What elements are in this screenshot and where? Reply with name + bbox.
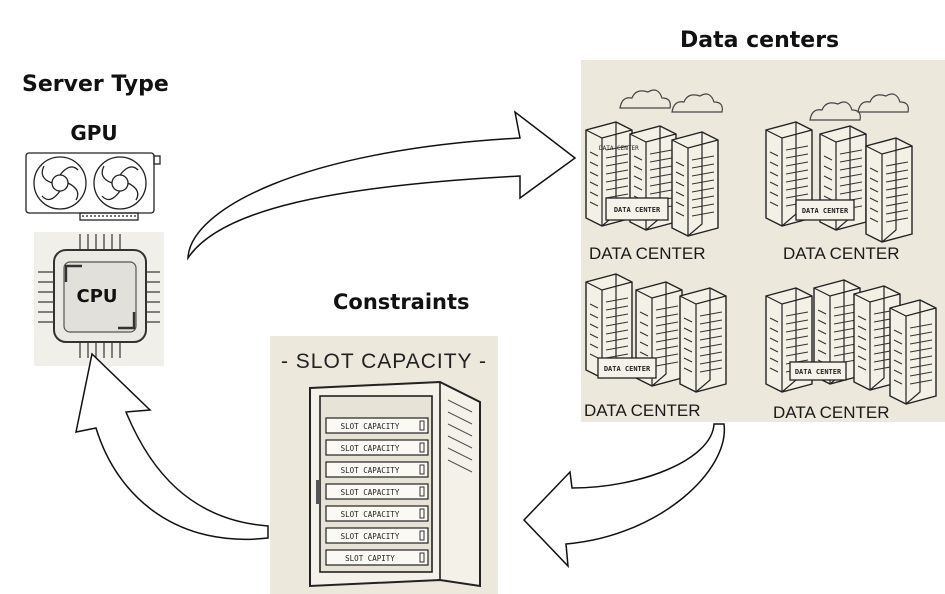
data-center-caption: DATA CENTER: [589, 244, 706, 263]
slot-capacity-label: SLOT CAPACITY: [341, 488, 400, 497]
rack-slot: SLOT CAPACITY: [325, 417, 429, 434]
cpu-label: CPU: [76, 286, 117, 307]
cloud-icon: [619, 89, 671, 109]
slot-capacity-label: SLOT CAPACITY: [341, 422, 400, 431]
data-center-building-icon: DATA CENTER: [765, 93, 913, 243]
rack-slot: SLOT CAPITY: [325, 549, 429, 566]
tower-sign: DATA CENTER: [599, 145, 639, 152]
server-rack-icon: - SLOT CAPACITY - SLOT CAPACITY SLOT CAPA…: [281, 350, 487, 588]
flow-arrow-server-to-datacenters: [187, 110, 577, 261]
rack-slot: SLOT CAPACITY: [325, 439, 429, 456]
building-sign: DATA CENTER: [614, 206, 661, 214]
slot-capacity-label: SLOT CAPACITY: [341, 466, 400, 475]
data-center-caption: DATA CENTER: [783, 244, 900, 263]
cloud-icon: [857, 93, 909, 113]
rack-slot: SLOT CAPACITY: [325, 527, 429, 544]
data-center-building-icon: DATA CENTER: [585, 273, 727, 393]
cpu-chip-icon: CPU: [38, 234, 160, 358]
server-type-title: Server Type: [22, 72, 169, 97]
data-center-caption: DATA CENTER: [773, 403, 890, 422]
gpu-card-icon: GPU: [25, 121, 161, 221]
data-center-building-icon: DATA CENTER: [765, 279, 937, 405]
data-center-caption: DATA CENTER: [584, 401, 701, 420]
rack-slot: SLOT CAPACITY: [325, 461, 429, 478]
building-sign: DATA CENTER: [795, 368, 842, 376]
data-centers-title: Data centers: [680, 28, 840, 53]
slot-capacity-label: SLOT CAPACITY: [341, 444, 400, 453]
slot-capacity-label: SLOT CAPACITY: [341, 510, 400, 519]
building-sign: DATA CENTER: [802, 207, 849, 215]
flow-arrow-datacenters-to-constraints: [522, 423, 725, 569]
data-center-building-icon: DATA CENTER DATA CENTER: [585, 89, 723, 237]
rack-slot: SLOT CAPACITY: [325, 483, 429, 500]
slot-capacity-label: SLOT CAPITY: [345, 554, 395, 563]
slot-capacity-heading: - SLOT CAPACITY -: [281, 350, 487, 373]
rack-slot: SLOT CAPACITY: [325, 505, 429, 522]
constraints-title: Constraints: [333, 290, 470, 314]
building-sign: DATA CENTER: [604, 365, 651, 373]
cloud-icon: [671, 93, 723, 113]
slot-capacity-label: SLOT CAPACITY: [341, 532, 400, 541]
gpu-label: GPU: [70, 121, 117, 145]
cloud-icon: [809, 101, 861, 121]
flow-arrow-constraints-to-server: [75, 352, 269, 540]
